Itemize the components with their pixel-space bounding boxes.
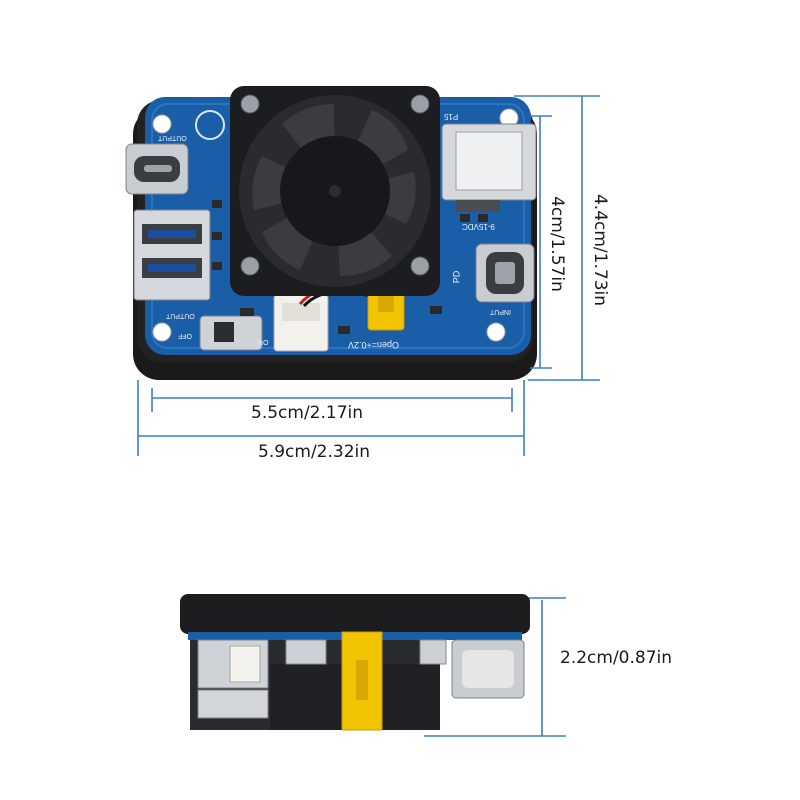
power-switch xyxy=(199,315,263,351)
silk-off: OFF xyxy=(178,332,192,339)
dimension-lines xyxy=(137,95,600,737)
usb-c-input-port xyxy=(475,243,535,303)
top-view-board xyxy=(125,86,537,380)
inner-width-label: 5.5cm/2.17in xyxy=(251,403,364,423)
silk-open-note: Open=+0.2V xyxy=(348,340,400,350)
outer-height-label: 4.4cm/1.73in xyxy=(590,193,610,307)
silk-output-bottom: OUTPUT xyxy=(166,312,195,319)
side-view-board xyxy=(180,594,530,731)
silk-input: INPUT xyxy=(490,308,511,315)
silk-pd: PD xyxy=(451,270,462,284)
usb-a-output-port xyxy=(133,209,211,301)
mount-hole xyxy=(486,322,506,342)
silk-input-dc: 9-15VDC xyxy=(462,222,495,231)
silk-p15: P15 xyxy=(444,112,459,121)
cooling-fan xyxy=(230,86,440,296)
silk-on: ON xyxy=(258,338,269,345)
outer-width-label: 5.9cm/2.32in xyxy=(258,442,371,462)
mount-hole xyxy=(152,322,172,342)
thickness-label: 2.2cm/0.87in xyxy=(560,648,673,668)
silk-output-top: OUTPUT xyxy=(158,134,187,141)
usb-c-output-port xyxy=(125,143,189,195)
inner-height-label: 4cm/1.57in xyxy=(547,196,567,292)
dc-input-jack xyxy=(441,123,537,212)
mount-hole xyxy=(152,114,172,134)
